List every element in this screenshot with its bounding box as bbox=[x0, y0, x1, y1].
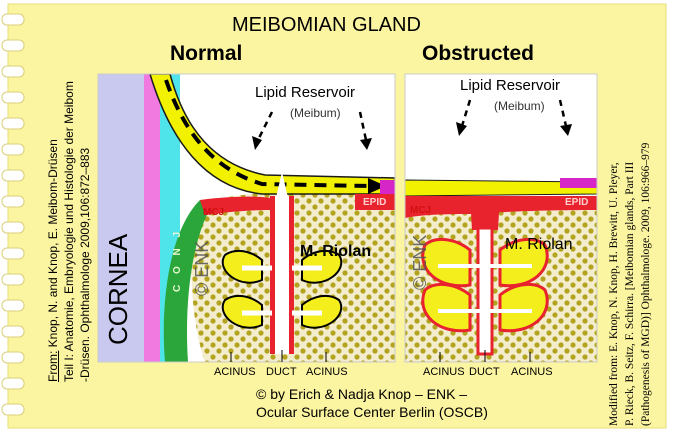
left-citation-line-1-text: Knop, N. and Knop, E. Meibom-Drüsen bbox=[46, 139, 60, 351]
obstructed-acinus-right: ACINUS bbox=[511, 366, 553, 378]
left-citation-line-1: From: Knop, N. and Knop, E. Meibom-Drüse… bbox=[46, 139, 60, 382]
normal-duct: DUCT bbox=[266, 366, 297, 378]
normal-panel bbox=[98, 74, 395, 362]
diagram-title: MEIBOMIAN GLAND bbox=[232, 14, 421, 36]
obstructed-reservoir-label: Lipid Reservoir bbox=[460, 77, 561, 94]
left-citation-prefix: From: bbox=[46, 350, 60, 382]
normal-reservoir-sub: (Meibum) bbox=[290, 106, 341, 120]
normal-heading: Normal bbox=[170, 42, 243, 65]
right-citation-line-3: (Pathogenesis of MGD)] Ophthalmologe. 20… bbox=[640, 142, 652, 426]
left-citation-line-3: -Drüsen. Ophthalmologe 2009,106:872–883 bbox=[78, 147, 92, 382]
obstructed-muscle-label: M. Riolan bbox=[505, 236, 573, 253]
normal-reservoir-label: Lipid Reservoir bbox=[255, 84, 356, 101]
cornea-label: CORNEA bbox=[103, 233, 133, 345]
obstructed-duct: DUCT bbox=[469, 366, 500, 378]
copyright-line-1: © by Erich & Nadja Knop – ENK – bbox=[256, 386, 468, 402]
normal-epid-label: EPID bbox=[363, 197, 387, 208]
obstructed-mcj-label: MCJ bbox=[410, 205, 432, 216]
normal-watermark: © ENK bbox=[192, 240, 212, 296]
normal-muscle-label: M. Riolan bbox=[300, 243, 372, 260]
normal-acinus-left: ACINUS bbox=[214, 366, 256, 378]
obstructed-reservoir-sub: (Meibum) bbox=[494, 99, 545, 113]
obstructed-epid-label: EPID bbox=[565, 197, 589, 208]
obstructed-watermark: © ENK bbox=[410, 234, 430, 290]
copyright-line-2: Ocular Surface Center Berlin (OSCB) bbox=[256, 404, 488, 420]
obstructed-heading: Obstructed bbox=[422, 42, 535, 65]
right-citation-line-2: P. Rieck, B. Seitz, F. Schirra. [Meibomi… bbox=[624, 161, 636, 426]
obstructed-panel bbox=[405, 74, 597, 362]
obstructed-acinus-left: ACINUS bbox=[423, 366, 465, 378]
normal-mcj-label: MCJ bbox=[203, 207, 225, 218]
right-citation-line-1: Modified from: E. Knop, N. Knop, H. Brew… bbox=[608, 162, 620, 426]
left-citation-line-2: Teil I: Anatomie, Embryologie und Histol… bbox=[62, 81, 76, 382]
conj-label: C O N J bbox=[172, 227, 183, 292]
normal-acinus-right: ACINUS bbox=[306, 366, 348, 378]
